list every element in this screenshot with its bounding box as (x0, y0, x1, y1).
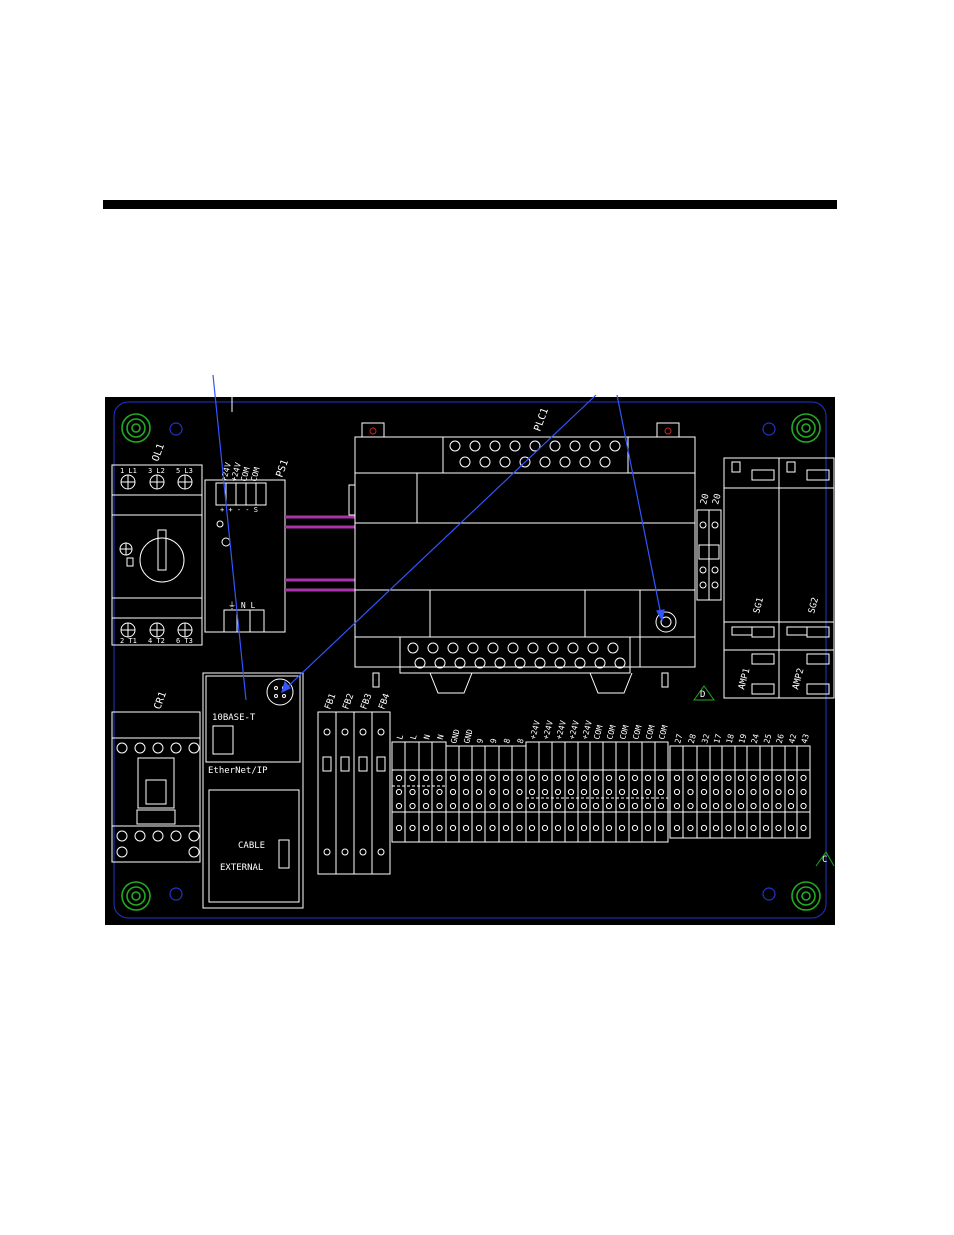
marker-c-label: C (822, 855, 827, 865)
marker-d-label: D (700, 690, 705, 700)
ol1-term-2: 3 L2 (148, 467, 165, 475)
ol1-term-5: 4 T2 (148, 637, 165, 645)
cable-label: CABLE (238, 841, 265, 851)
ps1-signs: + + - - S (220, 506, 258, 514)
ps1-bottom: ⏚ N L (228, 601, 255, 610)
panel-background (105, 397, 835, 925)
ethernet-module-label: EtherNet/IP (208, 766, 268, 776)
external-label: EXTERNAL (220, 863, 263, 873)
ol1-term-4: 2 T1 (120, 637, 137, 645)
ol1-term-1: 1 L1 (120, 467, 137, 475)
ol1-term-3: 5 L3 (176, 467, 193, 475)
ol1-term-6: 6 T3 (176, 637, 193, 645)
ethernet-port-label: 10BASE-T (212, 713, 256, 723)
